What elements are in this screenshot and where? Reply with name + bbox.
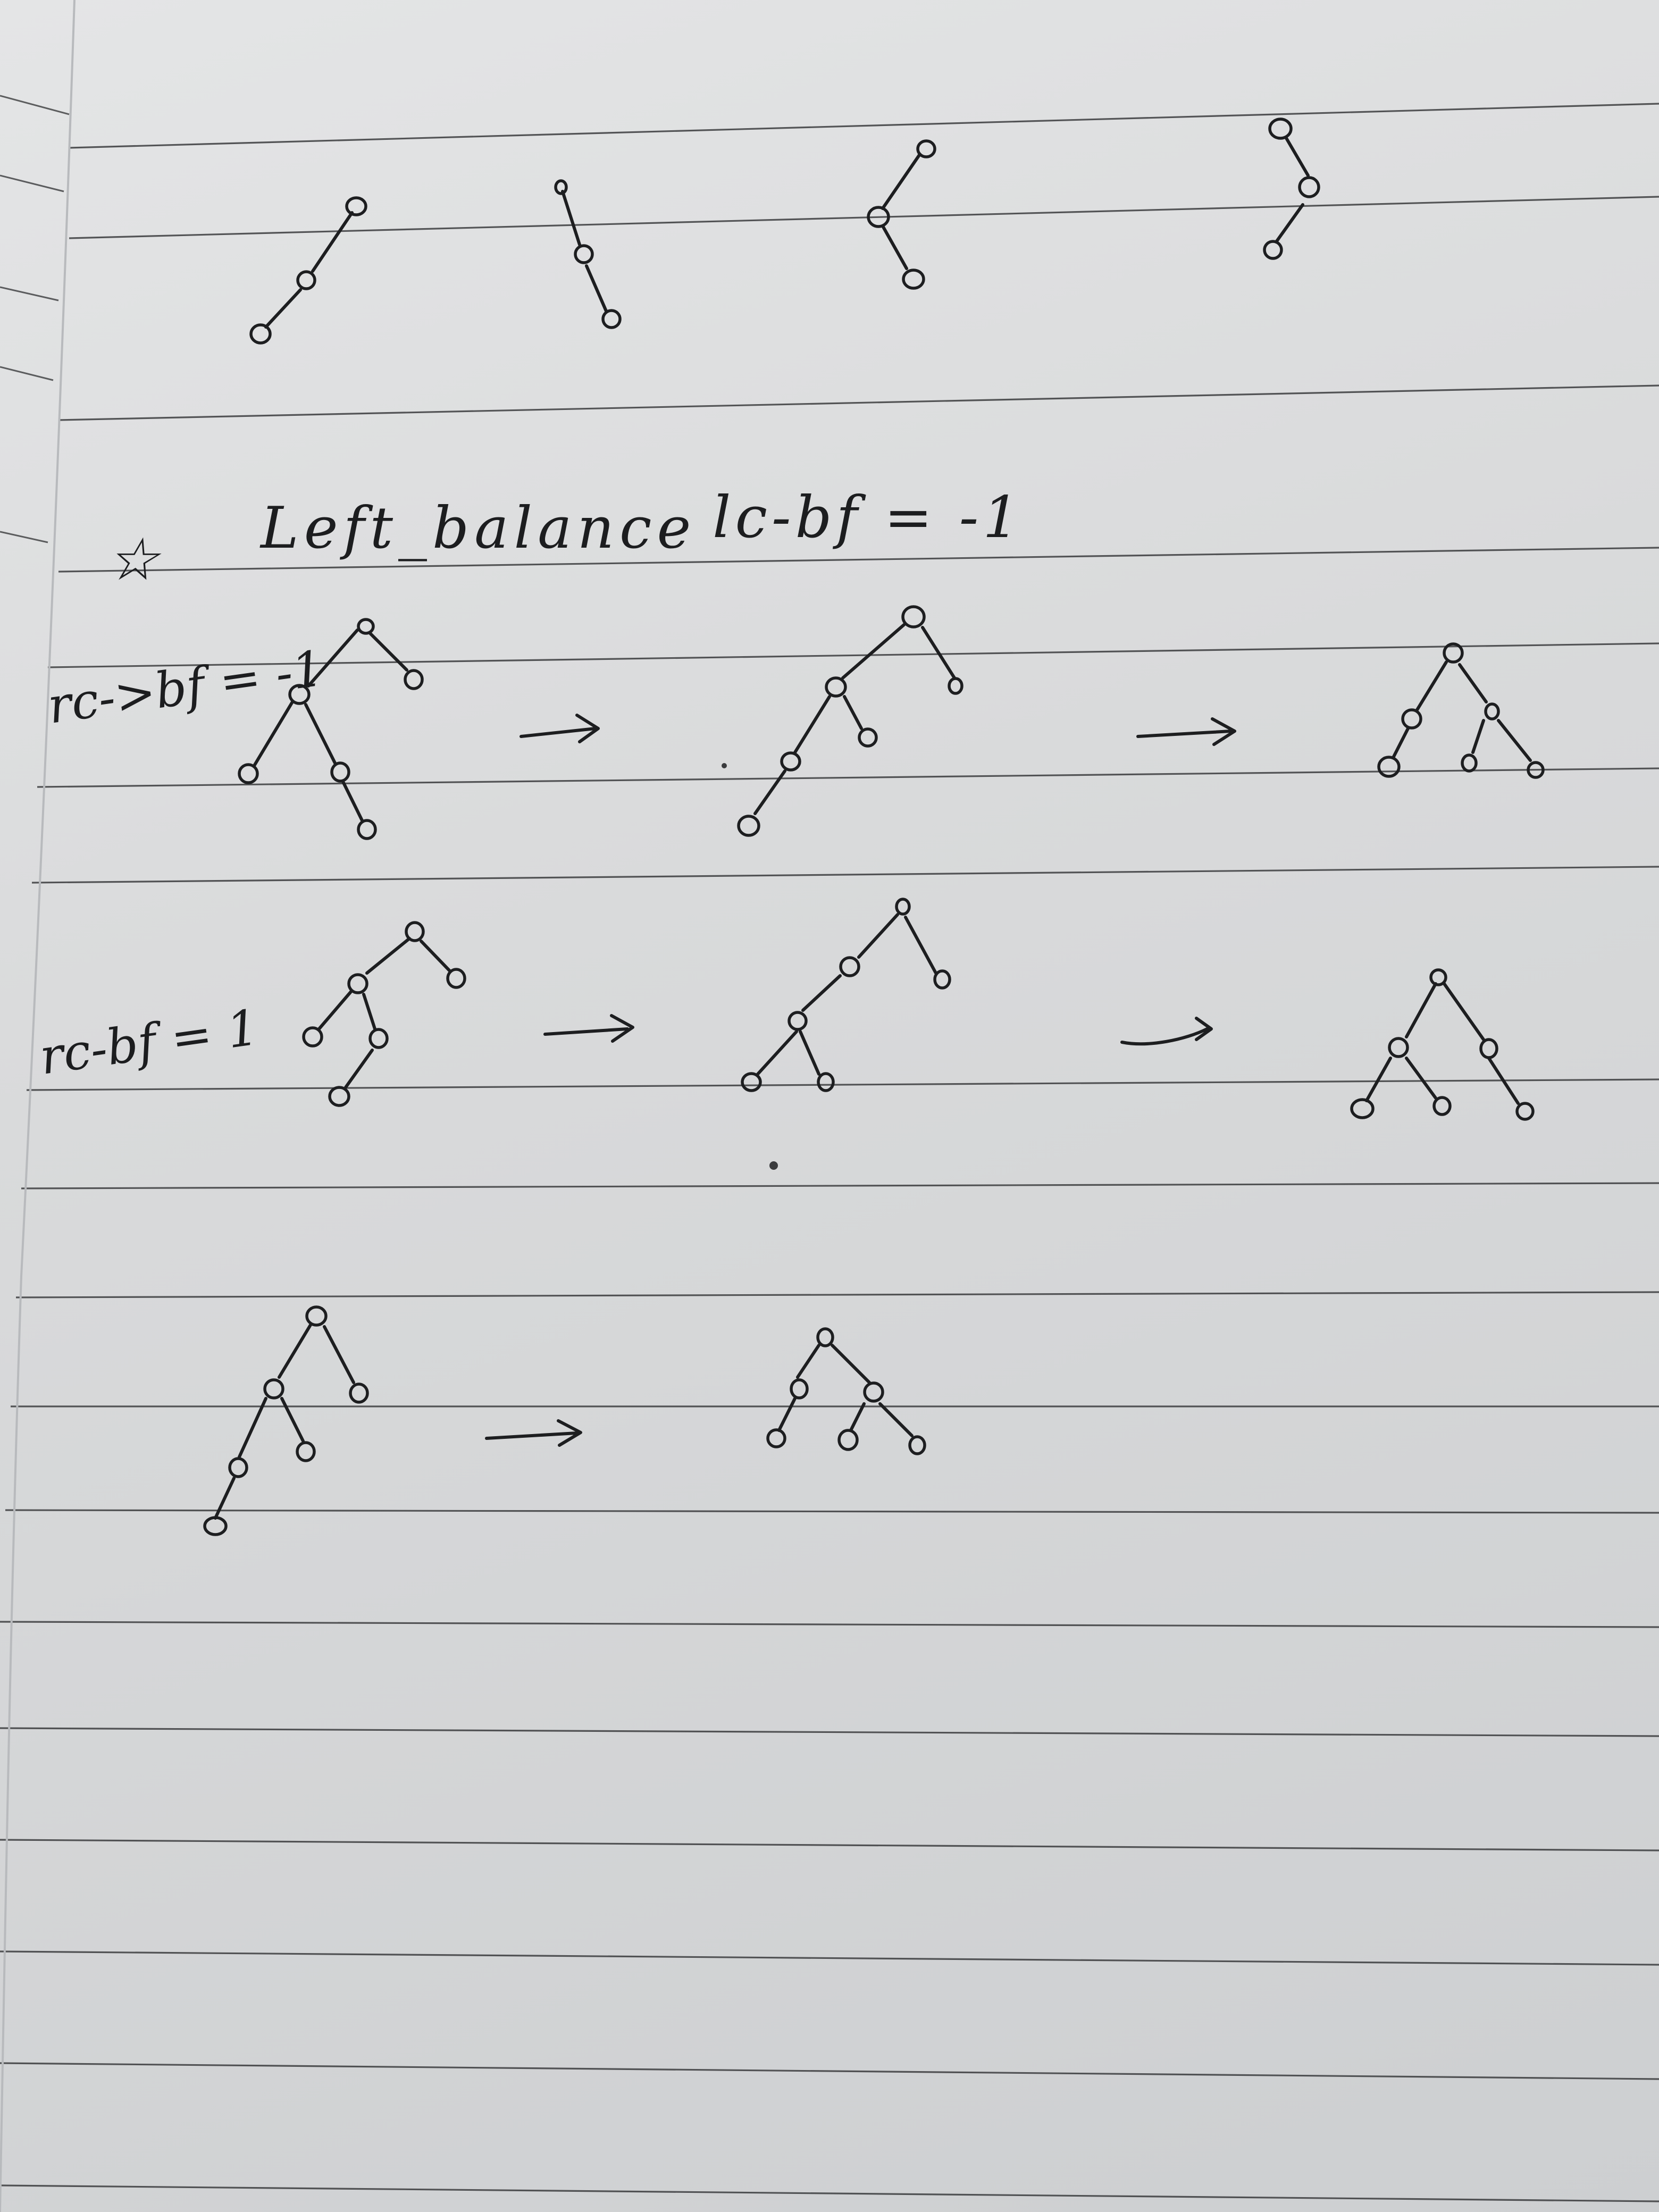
node [816, 1327, 834, 1347]
page-edge [0, 0, 76, 2212]
node [302, 1026, 323, 1048]
node [858, 727, 878, 748]
node [825, 676, 847, 698]
ink-dot [769, 1161, 778, 1170]
node [357, 618, 375, 635]
node [601, 309, 622, 329]
node [1515, 1102, 1535, 1121]
node [837, 1429, 859, 1451]
node [1429, 968, 1447, 986]
node [296, 1441, 316, 1462]
node [345, 196, 367, 216]
node [902, 269, 925, 290]
node [1527, 761, 1545, 779]
node [1268, 118, 1293, 140]
node [288, 684, 311, 705]
node [787, 1011, 808, 1031]
node [948, 677, 963, 695]
arrow [485, 1419, 582, 1447]
node [933, 969, 951, 990]
case-b-tree-2 [741, 898, 951, 1092]
arrow [1120, 1017, 1213, 1046]
node [1388, 1037, 1409, 1058]
node [1298, 176, 1320, 198]
node [817, 1072, 835, 1092]
node [839, 956, 860, 977]
node [328, 1086, 350, 1107]
node [895, 898, 911, 916]
node [1432, 1096, 1452, 1116]
node [1263, 240, 1283, 260]
node [357, 819, 377, 840]
node [916, 139, 936, 158]
node [863, 1381, 884, 1403]
node [741, 1072, 762, 1092]
chain-right-left [1263, 118, 1320, 260]
case-b-tree-1 [302, 921, 466, 1107]
node [1484, 702, 1500, 720]
ruled-lines [0, 95, 1659, 2202]
arrow [520, 714, 600, 743]
node [203, 1516, 228, 1536]
node [446, 968, 466, 989]
case-b-label: rc-bf = 1 [36, 999, 262, 1086]
chain-left-right [867, 139, 936, 290]
heading: ☆ Left_balance lc-bf = -1 [106, 484, 1024, 593]
node [780, 751, 801, 772]
node [368, 1028, 389, 1049]
node [867, 206, 890, 228]
node [1350, 1098, 1375, 1119]
node [766, 1428, 786, 1448]
node [554, 179, 568, 195]
heading-title: Left_balance [259, 495, 696, 562]
node [404, 669, 424, 690]
case-a-tree-3 [1377, 642, 1545, 779]
node [263, 1378, 284, 1400]
chain-left-left [249, 196, 367, 345]
chain-right-right [554, 179, 622, 329]
star-mark: ☆ [106, 525, 162, 593]
node [347, 973, 368, 994]
case-c-tree-2 [766, 1327, 926, 1455]
case-b-tree-3 [1350, 968, 1535, 1121]
case-a-label: rc->bf = -1 [44, 640, 327, 735]
node [305, 1305, 328, 1327]
node [737, 815, 760, 837]
node [249, 323, 272, 345]
node [908, 1435, 926, 1455]
case-a-tree-2 [737, 605, 963, 837]
case-a-tree-1 [238, 618, 424, 840]
node [296, 270, 316, 290]
node [1401, 708, 1422, 730]
arrow [543, 1014, 634, 1043]
node [1377, 756, 1401, 778]
node [901, 605, 926, 629]
node [1479, 1038, 1498, 1059]
case-c-tree-1 [203, 1305, 369, 1536]
node [330, 761, 350, 783]
node [574, 244, 594, 264]
arrow [1136, 717, 1236, 746]
node [405, 921, 425, 942]
node [349, 1382, 369, 1404]
node [228, 1457, 248, 1478]
node [238, 763, 259, 784]
node [1443, 642, 1464, 664]
heading-condition: lc-bf = -1 [713, 484, 1024, 551]
node [790, 1378, 809, 1400]
ink-dot [722, 763, 727, 768]
node [1461, 753, 1478, 773]
